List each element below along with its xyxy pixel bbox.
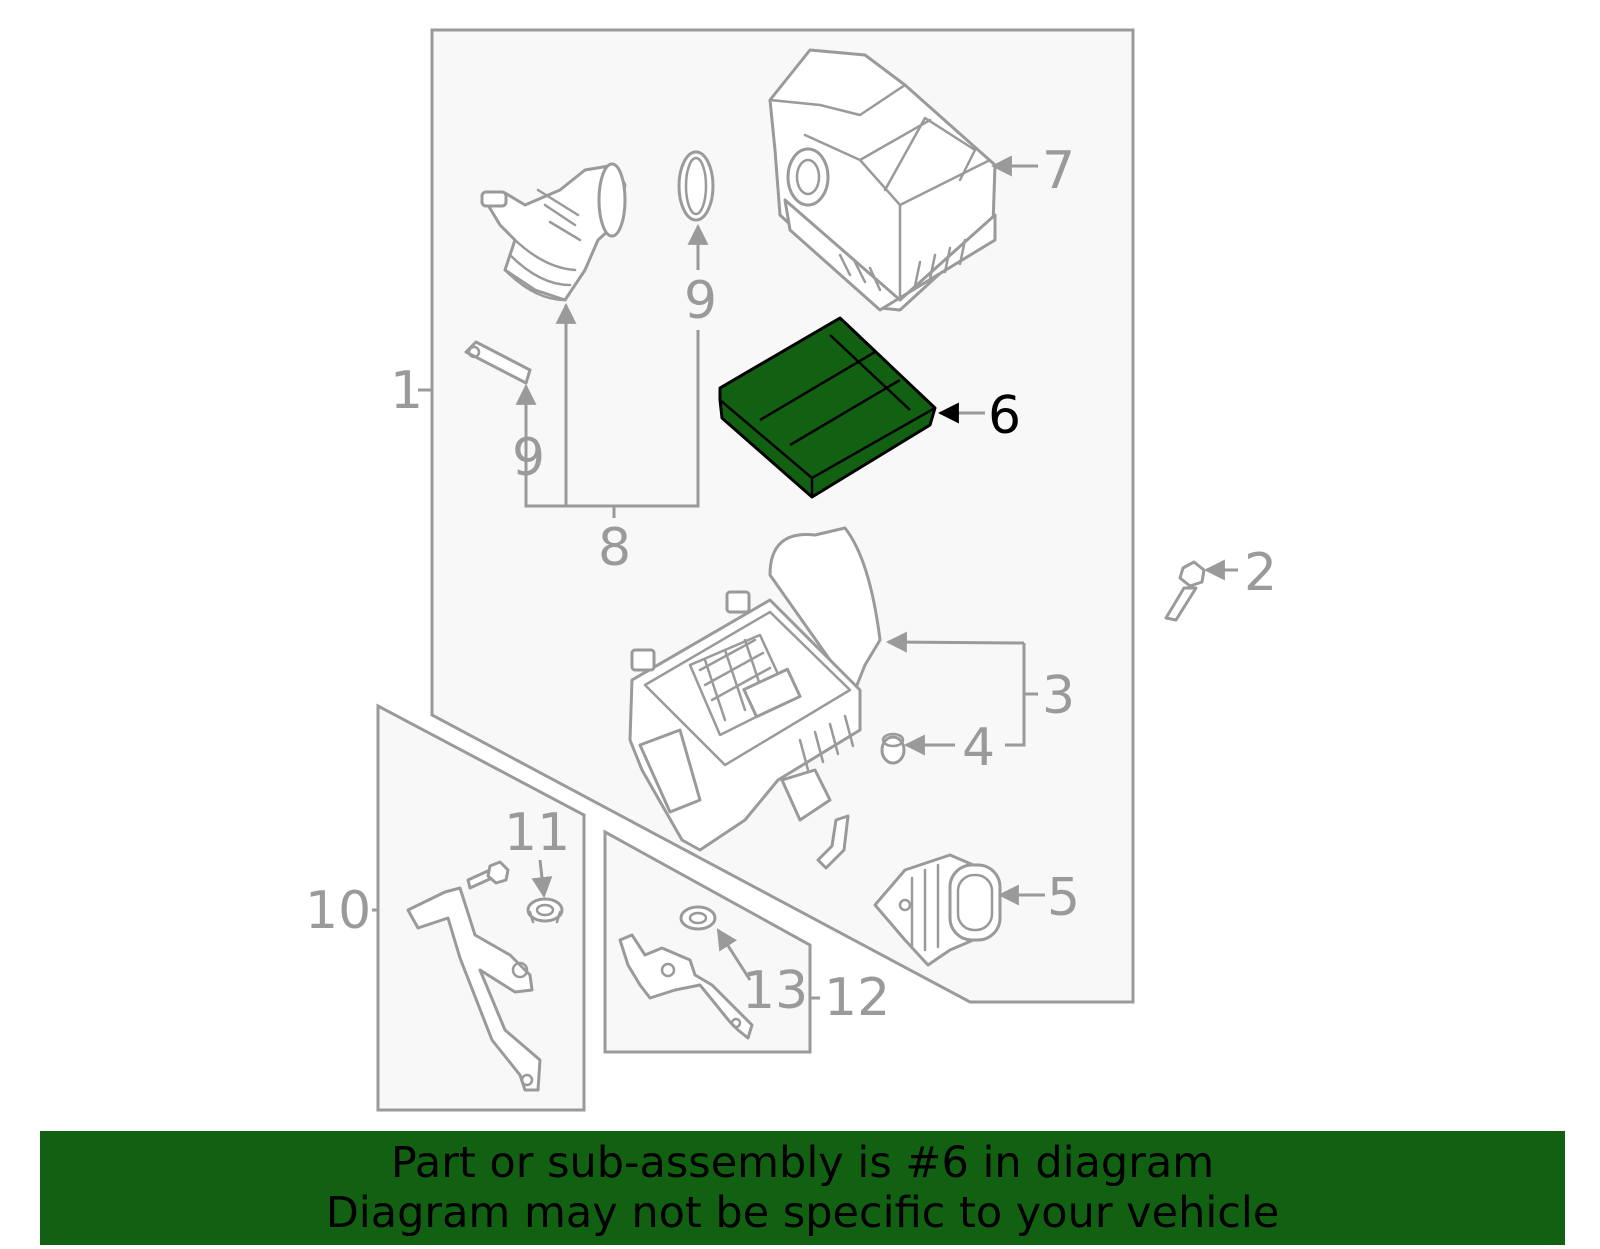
callout-7: 7 — [1042, 141, 1075, 201]
part-9-clamp-upper[interactable] — [677, 150, 715, 222]
callout-1: 1 — [390, 361, 423, 421]
part-9-clamp-lower[interactable] — [464, 340, 532, 385]
callout-3: 3 — [1042, 666, 1075, 726]
callout-8: 8 — [598, 518, 631, 578]
callout-9-left: 9 — [512, 428, 545, 488]
part-12-bracket[interactable] — [618, 933, 754, 1040]
callout-4: 4 — [962, 718, 995, 778]
part-6-air-filter[interactable] — [718, 316, 937, 499]
callout-12: 12 — [824, 968, 890, 1028]
callout-2: 2 — [1244, 543, 1277, 603]
callout-6: 6 — [988, 386, 1021, 446]
part-3-air-cleaner-box[interactable] — [628, 526, 882, 870]
assembly-panel-main — [430, 28, 1135, 1004]
part-8-intake-duct[interactable] — [480, 162, 627, 302]
callout-9-right: 9 — [684, 271, 717, 331]
callout-11: 11 — [504, 803, 570, 863]
part-11-nut[interactable] — [526, 897, 564, 924]
banner-line-1: Part or sub-assembly is #6 in diagram — [390, 1138, 1215, 1188]
callout-13: 13 — [742, 961, 808, 1021]
callout-5: 5 — [1047, 868, 1080, 928]
part-2-bolt[interactable] — [1164, 560, 1206, 622]
leader-lines — [372, 155, 1238, 1000]
assembly-panel-bracket-10 — [376, 703, 586, 1112]
part-10-bracket[interactable] — [406, 886, 542, 1092]
part-11-bolt[interactable] — [466, 860, 510, 890]
banner-line-2: Diagram may not be specific to your vehi… — [325, 1188, 1280, 1238]
callout-10: 10 — [305, 881, 371, 941]
part-13-grommet[interactable] — [679, 905, 717, 931]
info-banner: Part or sub-assembly is #6 in diagram Di… — [40, 1131, 1565, 1245]
part-7-air-cleaner-cover[interactable] — [768, 48, 997, 312]
